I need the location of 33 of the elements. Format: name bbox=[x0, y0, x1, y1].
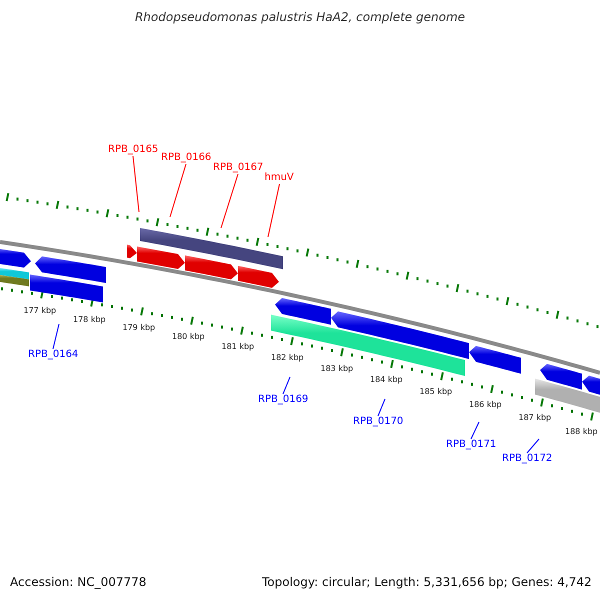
leader-line bbox=[132, 156, 140, 212]
leader-line bbox=[526, 438, 540, 454]
scale-label: 188 kbp bbox=[565, 428, 598, 436]
leader-line bbox=[282, 376, 290, 394]
gene-label: RPB_0172 bbox=[502, 454, 552, 464]
gene-label: RPB_0166 bbox=[161, 153, 212, 163]
title: Rhodopseudomonas palustris HaA2, complete genome bbox=[134, 11, 466, 23]
leader-line bbox=[268, 184, 280, 238]
scale-label: 177 kbp bbox=[24, 307, 56, 316]
gene-label: RPB_0164 bbox=[28, 350, 78, 360]
scale-label: 185 kbp bbox=[420, 388, 452, 396]
scale-label: 183 kbp bbox=[320, 364, 354, 373]
scale-label: 182 kbp bbox=[271, 354, 304, 362]
gene-label: RPB_0171 bbox=[446, 440, 496, 450]
gene-label: RPB_0167 bbox=[213, 163, 264, 173]
leader-line bbox=[220, 174, 238, 228]
scale-label: 181 kbp bbox=[222, 343, 254, 352]
scale-label: 184 kbp bbox=[370, 376, 403, 384]
gene-label: RPB_0170 bbox=[353, 417, 404, 427]
gene-label: RPB_0165 bbox=[108, 145, 158, 155]
scale-label: 179 kbp bbox=[122, 324, 156, 332]
footer-text: Topology: circular; Length: 5,331,656 bp; Genes: 4,742 bbox=[262, 576, 592, 588]
gene-label: RPB_0169 bbox=[258, 395, 308, 405]
leader-line bbox=[52, 324, 60, 350]
leader-line bbox=[470, 422, 480, 440]
scale-label: 178 kbp bbox=[73, 316, 106, 324]
leader-line bbox=[170, 164, 186, 218]
leader-line bbox=[378, 398, 386, 416]
gene-label: hmuV bbox=[264, 173, 294, 183]
scale-label: 180 kbp bbox=[172, 333, 205, 342]
footer-text: Accession: NC_007778 bbox=[10, 576, 146, 588]
scale-label: 187 kbp bbox=[518, 414, 552, 422]
scale-label: 186 kbp bbox=[469, 400, 502, 409]
